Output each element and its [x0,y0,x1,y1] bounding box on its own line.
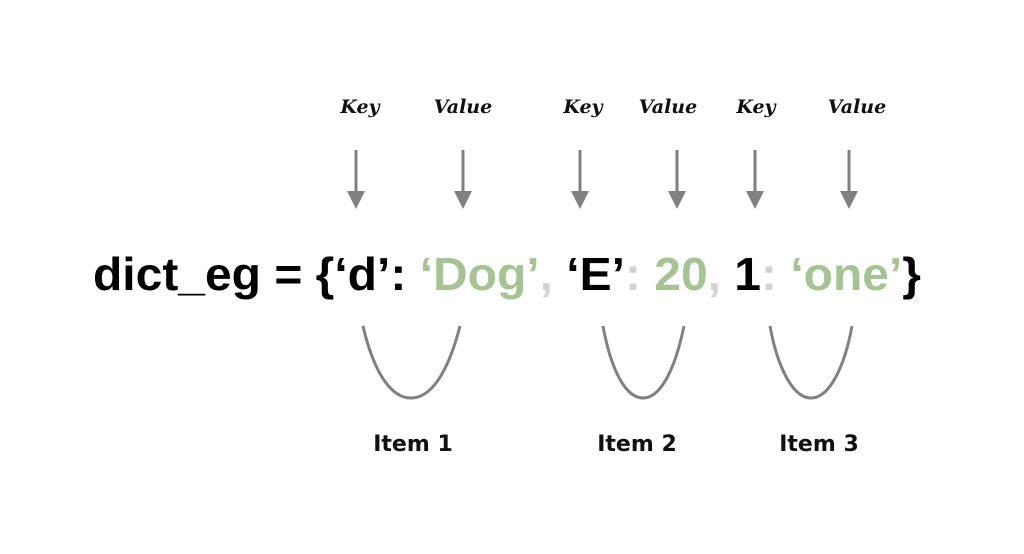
arrow-value-2 [668,150,686,209]
key-label-2: Key [562,96,604,118]
arrow-value-1 [454,150,472,209]
key-label-3: Key [735,96,777,118]
item-2-value: 20 [654,248,707,300]
item-3-bracket [768,325,854,400]
value-label-3: Value [828,96,886,118]
item-3-value: ‘one’ [790,248,902,300]
arrow-key-2 [571,150,589,209]
item-3-label: Item 3 [779,432,859,457]
item-2-key: ‘E’ [566,248,625,300]
item-2-bracket [601,325,686,400]
item-1-colon: : [390,248,419,300]
item-2-colon: : [625,248,654,300]
item-1-bracket [361,325,462,400]
item-1-key: ‘d’ [334,248,390,300]
item-1-value: ‘Dog’ [420,248,540,300]
code-suffix: } [902,248,921,300]
item-3-key: 1 [734,248,761,300]
key-label-1: Key [339,96,381,118]
arrow-value-3 [840,150,858,209]
item-2-comma: , [708,248,735,300]
value-label-2: Value [639,96,697,118]
code-prefix: dict_eg = { [93,248,334,300]
item-3-colon: : [761,248,790,300]
code-line: dict_eg = {‘d’: ‘Dog’, ‘E’: 20, 1: ‘one’… [93,248,921,300]
arrow-key-3 [746,150,764,209]
item-2-label: Item 2 [597,432,677,457]
item-1-label: Item 1 [373,432,453,457]
item-1-comma: , [540,248,567,300]
value-label-1: Value [434,96,492,118]
arrow-key-1 [347,150,365,209]
